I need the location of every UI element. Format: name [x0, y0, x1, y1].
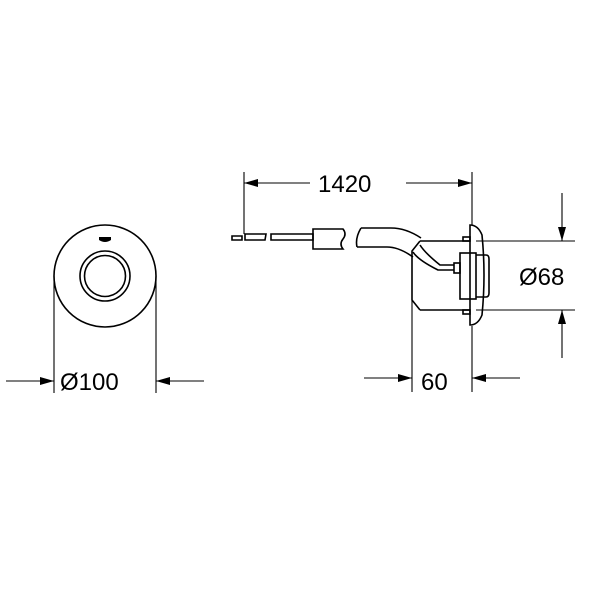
cable-segment: [244, 233, 267, 241]
flange-diameter-label: Ø68: [519, 264, 564, 291]
flange-clip: [462, 236, 471, 242]
sensor-module: [459, 252, 477, 300]
side-view: 1420 Ø68 60: [231, 171, 575, 396]
button-ring: [79, 250, 131, 302]
sensor-window-icon: [99, 237, 111, 242]
cable-hose: [355, 227, 422, 258]
internal-cable: [412, 244, 454, 271]
diameter-100-label: Ø100: [60, 369, 119, 396]
cable-segment: [270, 233, 314, 241]
front-view: Ø100: [6, 224, 204, 396]
cable-length-label: 1420: [318, 171, 371, 198]
cable-gland: [453, 262, 461, 274]
flange-clip: [462, 309, 471, 315]
cable-connector: [312, 228, 346, 250]
button: [83, 254, 127, 298]
button-cap: [476, 254, 490, 298]
flange: [469, 224, 485, 326]
depth-label: 60: [421, 369, 448, 396]
housing-body: [411, 240, 470, 311]
cable-tip: [231, 235, 243, 241]
